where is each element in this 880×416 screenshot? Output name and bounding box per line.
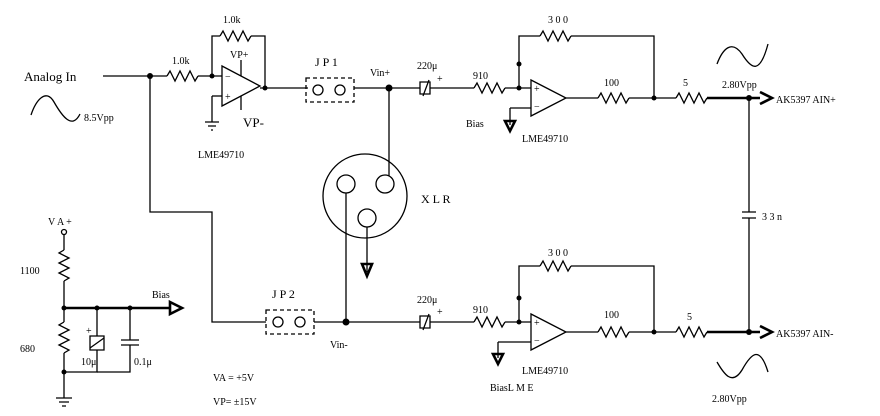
svg-text:+: + xyxy=(534,84,540,95)
vin-plus-label: Vin+ xyxy=(370,68,390,79)
input-sine-icon xyxy=(30,95,81,122)
vin-minus-label: Vin- xyxy=(330,340,348,351)
opamp-left-label: LME49710 xyxy=(198,150,244,161)
va-plus-label: V A + xyxy=(48,217,72,228)
r5-bot-label: 5 xyxy=(687,312,692,323)
svg-text:−: − xyxy=(534,336,540,347)
svg-text:−: − xyxy=(534,102,540,113)
r1100-label: 1100 xyxy=(20,266,40,277)
analog-in-label: Analog In xyxy=(24,69,77,84)
output-sine-bot-icon xyxy=(716,353,769,379)
r680-label: 680 xyxy=(20,344,35,355)
cap-bot-label: 220μ xyxy=(417,295,437,306)
bias-supply: V A + 1100 Bias 680 + 10μ 0.1μ xyxy=(20,217,185,407)
svg-text:+: + xyxy=(437,74,443,85)
xlr-label: X L R xyxy=(421,192,451,206)
opamp-left: − + VP+ VP- LME49710 xyxy=(198,50,264,161)
analog-input: Analog In 8.5Vpp xyxy=(24,69,167,124)
vp-minus-label: VP- xyxy=(243,115,264,130)
svg-text:+: + xyxy=(225,92,231,103)
ain-plus-label: AK5397 AIN+ xyxy=(776,95,836,106)
r100-bot-label: 100 xyxy=(604,310,619,321)
vp-plus-label: VP+ xyxy=(230,50,249,61)
svg-text:+: + xyxy=(86,326,92,337)
svg-text:+: + xyxy=(534,318,540,329)
cap-33n: 3 3 n xyxy=(742,98,782,332)
svg-text:+: + xyxy=(437,307,443,318)
jumper-jp2: J P 2 xyxy=(265,287,315,335)
jp1-label: J P 1 xyxy=(315,55,338,69)
cap10-label: 10μ xyxy=(81,357,96,368)
va-supply-label: VA = +5V xyxy=(213,373,255,384)
out-level-top-label: 2.80Vpp xyxy=(722,80,757,91)
opamp-bot: + − LME49710 BiasL M E xyxy=(490,312,568,394)
bias-lme-label: BiasL M E xyxy=(490,383,534,394)
r300-bot-label: 3 0 0 xyxy=(548,248,568,259)
r300-top-label: 3 0 0 xyxy=(548,15,568,26)
jumper-jp1: J P 1 xyxy=(305,55,355,103)
opamp-bot-label: LME49710 xyxy=(522,366,568,377)
r-in-label: 1.0k xyxy=(172,56,190,67)
c33n-label: 3 3 n xyxy=(762,212,782,223)
input-level-label: 8.5Vpp xyxy=(84,113,114,124)
r910-bot-label: 910 xyxy=(473,305,488,316)
vp-supply-label: VP= ±15V xyxy=(213,397,257,408)
output-sine-top-icon xyxy=(716,43,769,67)
opamp-top: + − Bias LME49710 xyxy=(466,78,568,145)
opamp-top-label: LME49710 xyxy=(522,134,568,145)
resistor-1k-input: 1.0k xyxy=(166,56,199,83)
cap-220u-top: 220μ + xyxy=(417,61,443,97)
cap01-label: 0.1μ xyxy=(134,357,152,368)
bias-top-label: Bias xyxy=(466,119,484,130)
r100-top-label: 100 xyxy=(604,78,619,89)
out-level-bot-label: 2.80Vpp xyxy=(712,394,747,405)
bias-mid-label: Bias xyxy=(152,290,170,301)
r-fb-label: 1.0k xyxy=(223,15,241,26)
cap-top-label: 220μ xyxy=(417,61,437,72)
cap-220u-bot: 220μ + xyxy=(417,295,443,331)
r910-top-label: 910 xyxy=(473,71,488,82)
jp2-label: J P 2 xyxy=(272,287,295,301)
svg-text:−: − xyxy=(225,72,231,83)
r5-top-label: 5 xyxy=(683,78,688,89)
xlr-connector: X L R xyxy=(322,88,451,322)
ain-minus-label: AK5397 AIN- xyxy=(776,329,834,340)
